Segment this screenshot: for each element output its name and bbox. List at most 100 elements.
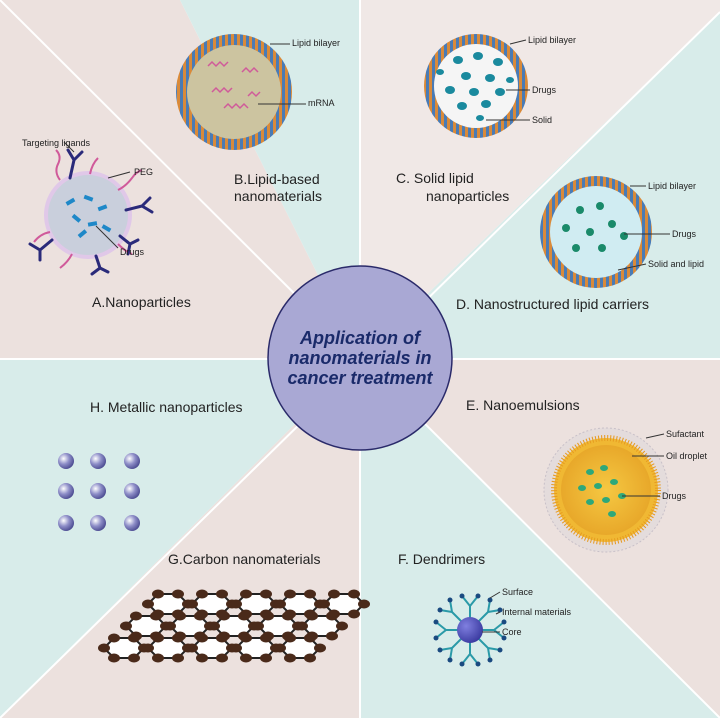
carbon-atom	[304, 589, 316, 599]
carbon-atom	[284, 633, 296, 643]
dendrimer-illustration	[433, 591, 507, 667]
carbon-atom	[262, 611, 274, 621]
carbon-atom	[216, 633, 228, 643]
caption-dendrimers: F. Dendrimers	[398, 551, 486, 567]
carbon-atom	[142, 643, 154, 653]
label-d-drugs: Drugs	[672, 229, 697, 239]
label-oil-droplet: Oil droplet	[666, 451, 708, 461]
caption-nlc: D. Nanostructured lipid carriers	[456, 296, 649, 312]
carbon-atom	[318, 599, 330, 609]
solid-lipid-illustration	[424, 34, 530, 138]
carbon-atom	[216, 653, 228, 663]
carbon-atom	[296, 621, 308, 631]
carbon-atom	[172, 653, 184, 663]
carbon-atom	[240, 653, 252, 663]
nlc-illustration	[540, 176, 670, 288]
carbon-atom	[260, 633, 272, 643]
center-title-line-2: nanomaterials in	[288, 348, 432, 368]
carbon-atom	[108, 633, 120, 643]
carbon-atom	[152, 633, 164, 643]
carbon-atom	[196, 589, 208, 599]
carbon-atom	[142, 599, 154, 609]
carbon-atom	[240, 589, 252, 599]
carbon-atom	[98, 643, 110, 653]
carbon-atom	[240, 633, 252, 643]
carbon-atom	[336, 621, 348, 631]
carbon-atom	[284, 653, 296, 663]
carbon-atom	[186, 599, 198, 609]
center-title: Application of nanomaterials in cancer t…	[270, 288, 450, 428]
caption-carbon: G.Carbon nanomaterials	[168, 551, 321, 567]
label-a-drugs: Drugs	[120, 247, 145, 257]
carbon-atom	[172, 589, 184, 599]
carbon-atom	[358, 599, 370, 609]
carbon-atom	[186, 643, 198, 653]
caption-nanoparticles: A.Nanoparticles	[92, 294, 191, 310]
carbon-atom	[216, 589, 228, 599]
label-sufactant: Sufactant	[666, 429, 705, 439]
carbon-atom	[152, 653, 164, 663]
label-solid: Solid	[532, 115, 553, 125]
sector-h	[0, 359, 360, 718]
carbon-atom	[172, 633, 184, 643]
carbon-atom	[348, 609, 360, 619]
caption-solid-lipid-line-1: C. Solid lipid	[396, 170, 474, 186]
carbon-atom	[196, 633, 208, 643]
carbon-atom	[304, 653, 316, 663]
carbon-atom	[274, 643, 286, 653]
carbon-atom	[130, 611, 142, 621]
carbon-atom	[174, 611, 186, 621]
label-surface: Surface	[502, 587, 534, 597]
carbon-atom	[260, 589, 272, 599]
carbon-atom	[150, 611, 162, 621]
carbon-atom	[282, 611, 294, 621]
label-c-lipid-bilayer: Lipid bilayer	[528, 35, 577, 45]
carbon-sheet-illustration	[98, 589, 370, 663]
caption-solid-lipid-line-2: nanoparticles	[426, 188, 510, 204]
carbon-atom	[128, 633, 140, 643]
carbon-atom	[152, 589, 164, 599]
carbon-atom	[218, 611, 230, 621]
label-core: Core	[502, 627, 522, 637]
carbon-atom	[252, 621, 264, 631]
center-circle	[267, 265, 453, 451]
label-e-drugs: Drugs	[662, 491, 687, 501]
carbon-atom	[230, 599, 242, 609]
center-title-line-3: cancer treatment	[287, 368, 433, 388]
label-targeting-ligands: Targeting ligands	[22, 138, 91, 148]
carbon-atom	[284, 589, 296, 599]
label-mrna: mRNA	[308, 98, 335, 108]
label-c-drugs: Drugs	[532, 85, 557, 95]
carbon-atom	[230, 643, 242, 653]
carbon-atom	[326, 611, 338, 621]
carbon-atom	[304, 633, 316, 643]
center-title-line-1: Application of	[300, 328, 420, 348]
label-internal-materials: Internal materials	[502, 607, 572, 617]
metallic-nanoparticles-illustration	[58, 453, 140, 531]
carbon-atom	[326, 631, 338, 641]
carbon-atom	[314, 643, 326, 653]
carbon-atom	[306, 611, 318, 621]
carbon-atom	[120, 621, 132, 631]
label-d-lipid-bilayer: Lipid bilayer	[648, 181, 697, 191]
caption-lipid-based-line-1: B.Lipid-based	[234, 171, 320, 187]
label-peg: PEG	[134, 167, 154, 177]
nanoparticle-illustration	[28, 141, 154, 276]
carbon-atom	[348, 589, 360, 599]
carbon-atom	[196, 653, 208, 663]
caption-lipid-based-line-2: nanomaterials	[234, 188, 322, 204]
carbon-atom	[208, 621, 220, 631]
carbon-atom	[128, 653, 140, 663]
carbon-atom	[328, 589, 340, 599]
lipid-based-illustration	[176, 34, 306, 150]
carbon-atom	[238, 611, 250, 621]
carbon-atom	[274, 599, 286, 609]
caption-metallic: H. Metallic nanoparticles	[90, 399, 243, 415]
carbon-atom	[260, 653, 272, 663]
caption-nanoemulsions: E. Nanoemulsions	[466, 397, 580, 413]
label-b-lipid-bilayer: Lipid bilayer	[292, 38, 341, 48]
carbon-atom	[164, 621, 176, 631]
nanoemulsion-illustration	[543, 427, 669, 553]
